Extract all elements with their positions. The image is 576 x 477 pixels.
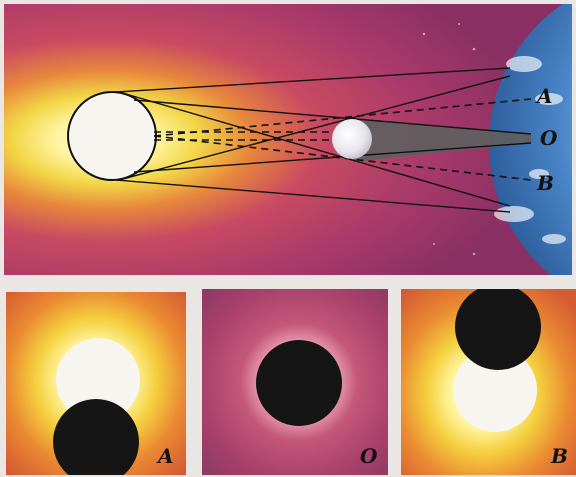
bottom-panel-a: A [6,292,186,475]
sun-disk-b [453,348,537,432]
tangent-lines [115,67,532,213]
moon-disk-a [53,399,139,475]
bottom-panel-b: B [401,289,576,475]
moon-icon [332,119,372,159]
moon-disk-o [256,340,342,426]
dashed-lines [153,98,532,181]
sun-disk [67,91,157,181]
bottom-panel-o: O [202,289,388,475]
sun-disk-a [56,338,140,422]
label-o-bottom: O [360,444,378,468]
stars [422,23,476,256]
main-diagram-panel: A O B [4,4,572,275]
label-b-bottom: B [551,444,568,468]
moon-disk-b [455,289,541,370]
label-a-bottom: A [158,444,174,468]
label-b-main: B [537,171,554,195]
label-o-main: O [540,126,558,150]
umbra-shadow-cone [354,119,531,162]
earth-clouds [494,56,566,244]
label-a-main: A [537,84,553,108]
